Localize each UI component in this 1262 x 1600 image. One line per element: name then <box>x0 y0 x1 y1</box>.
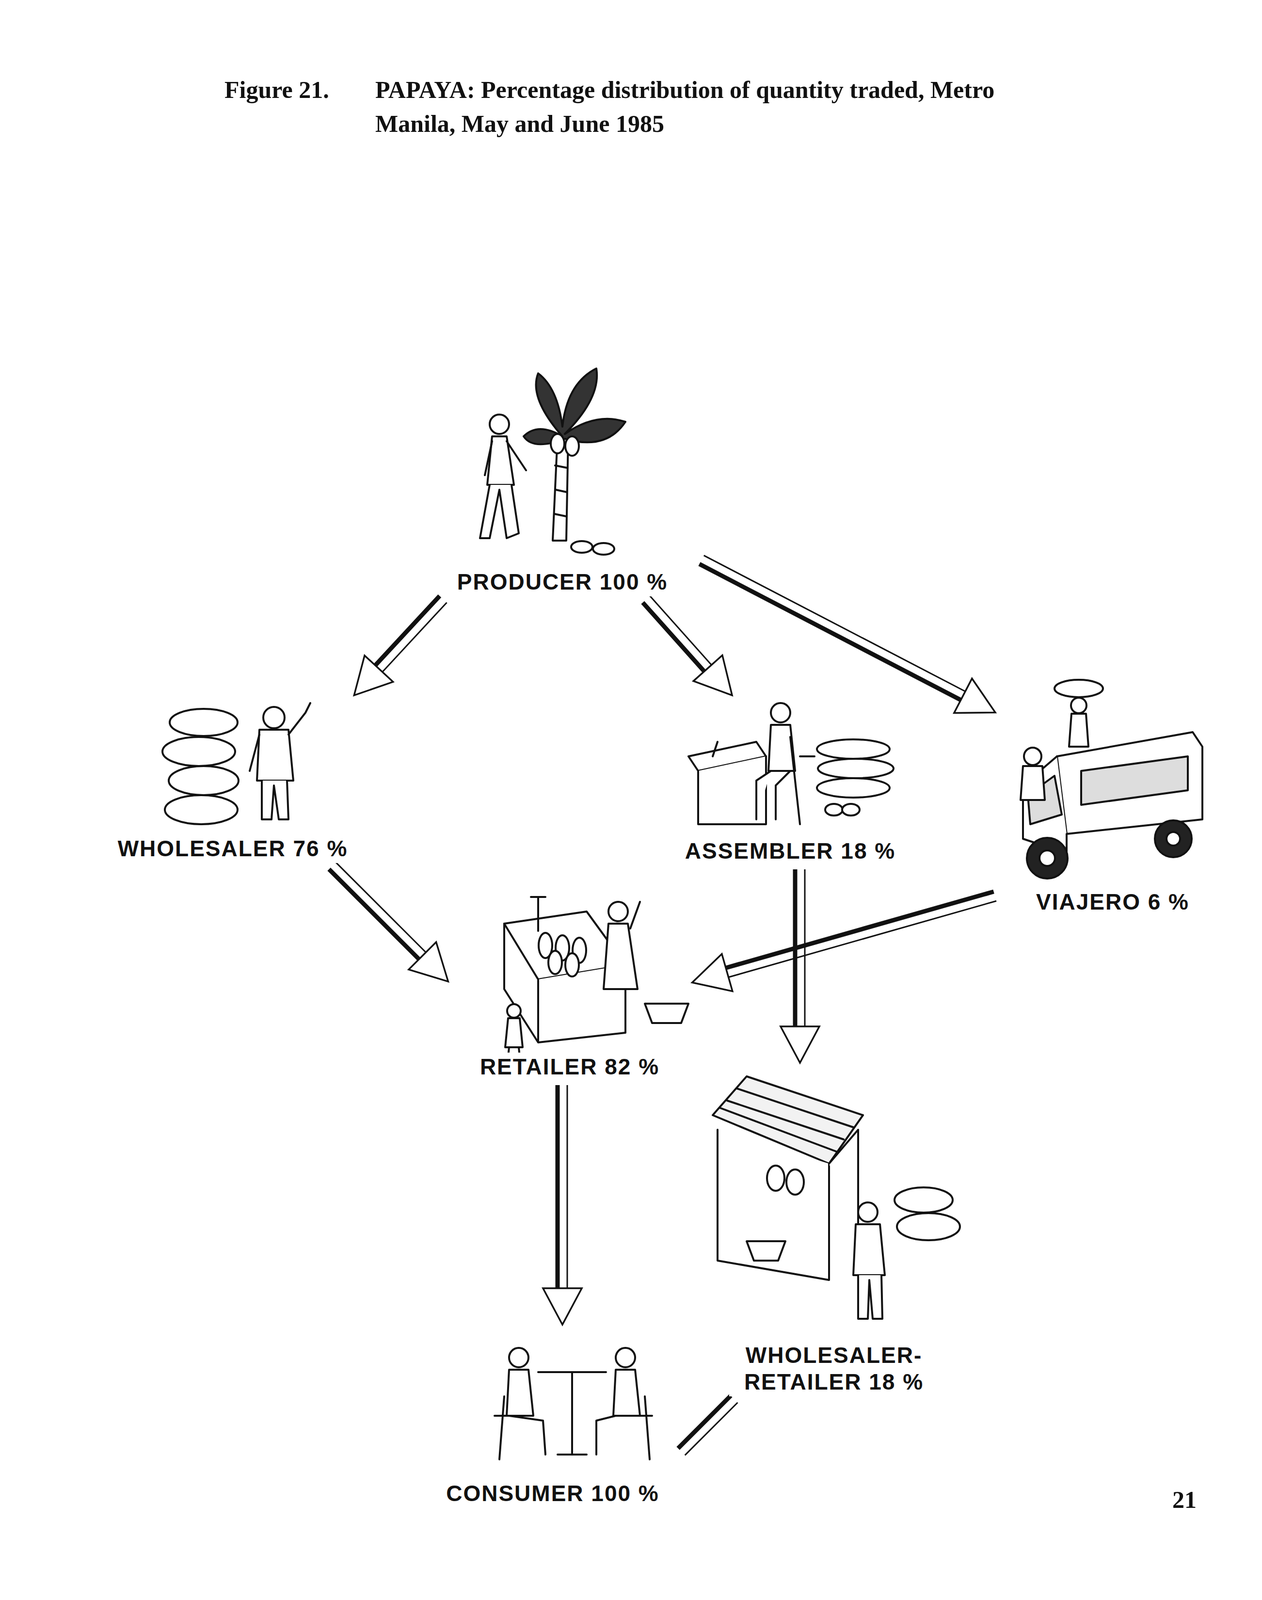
wholesaler-node: WHOLESALER 76 % <box>96 698 369 863</box>
retailer-node: RETAILER 82 % <box>450 887 689 1082</box>
arrow-shaft <box>555 1085 560 1289</box>
node-label: PRODUCER 100 % <box>454 567 671 597</box>
node-label: CONSUMER 100 % <box>443 1479 663 1508</box>
flow-arrow <box>692 891 997 991</box>
flow-arrow <box>353 595 447 696</box>
producer-node: PRODUCER 100 % <box>426 358 699 597</box>
producer-illustration <box>479 368 626 555</box>
wholesaler-retailer-node: WHOLESALER- RETAILER 18 % <box>717 1066 951 1397</box>
flow-arrow <box>329 862 449 982</box>
arrow-shaft <box>650 595 712 665</box>
node-label: ASSEMBLER 18 % <box>682 836 899 866</box>
retailer-illustration <box>504 896 689 1057</box>
arrow-shaft <box>685 1402 738 1456</box>
assembler-illustration <box>688 702 894 825</box>
assembler-node: ASSEMBLER 18 % <box>669 698 912 866</box>
flow-arrow <box>780 869 820 1063</box>
viajero-illustration <box>1020 679 1203 879</box>
arrow-shaft <box>793 869 798 1027</box>
flow-arrow <box>678 1395 738 1456</box>
arrow-head <box>543 1288 582 1325</box>
consumer-illustration <box>494 1347 653 1460</box>
wholesaler-retailer-illustration <box>712 1076 960 1319</box>
arrow-shaft <box>703 555 966 692</box>
flow-arrow <box>642 595 733 696</box>
arrow-shaft <box>642 602 705 672</box>
viajero-node: VIAJERO 6 % <box>998 678 1227 917</box>
consumer-node: CONSUMER 100 % <box>426 1328 679 1508</box>
arrow-shaft <box>566 1085 569 1289</box>
wholesaler-illustration <box>162 702 311 825</box>
page-number: 21 <box>1172 1482 1197 1517</box>
arrow-shaft <box>728 900 997 977</box>
arrow-shaft <box>804 869 806 1027</box>
flow-arrow <box>543 1085 582 1325</box>
figure-title: PAPAYA: Percentage distribution of quant… <box>375 72 1055 141</box>
arrow-head <box>408 942 448 982</box>
arrow-head <box>780 1026 820 1063</box>
arrow-head <box>954 678 996 713</box>
node-label: WHOLESALER 76 % <box>114 834 352 863</box>
arrow-shaft <box>725 891 994 968</box>
node-label: VIAJERO 6 % <box>1033 887 1193 917</box>
arrow-shaft <box>678 1395 732 1449</box>
node-label: WHOLESALER- RETAILER 18 % <box>729 1341 939 1397</box>
figure-number: Figure 21. <box>224 72 330 107</box>
arrow-shaft <box>382 602 448 672</box>
arrow-shaft <box>375 595 440 666</box>
node-label: RETAILER 82 % <box>477 1052 663 1082</box>
arrow-shaft <box>335 862 427 953</box>
arrow-head <box>692 953 733 991</box>
flow-arrow <box>699 555 995 714</box>
arrow-head <box>353 655 393 696</box>
arrow-shaft <box>329 869 420 960</box>
arrow-shaft <box>699 563 961 700</box>
arrow-head <box>693 654 733 696</box>
